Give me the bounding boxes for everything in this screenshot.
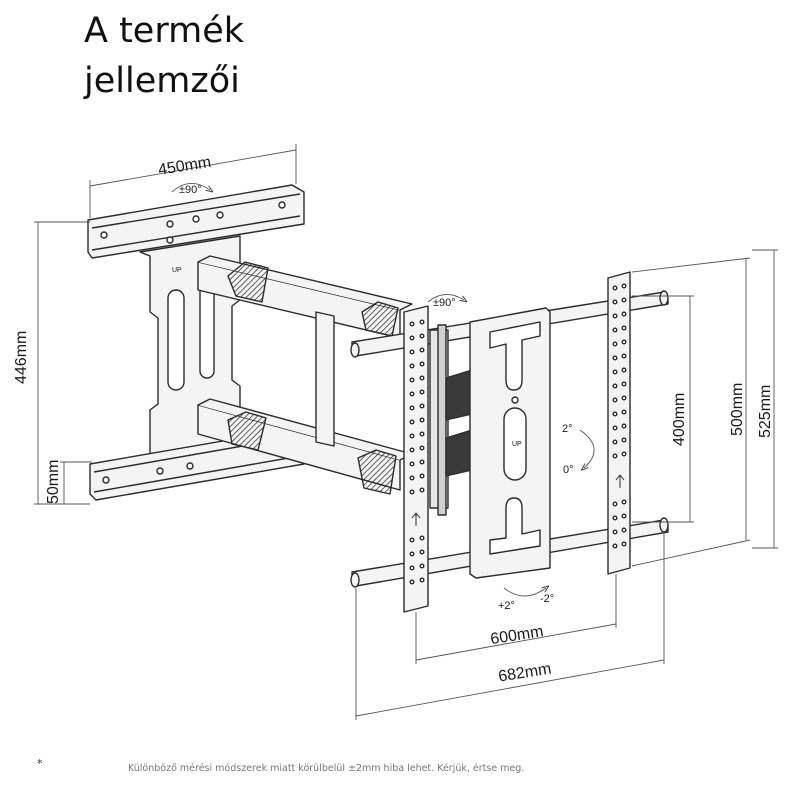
dimension-lines [34, 144, 778, 720]
dim-vesa-vertical-large: 525mm [757, 385, 774, 438]
right-vesa-bar [607, 271, 631, 575]
dim-head-rotation: ±90° [433, 297, 456, 309]
upper-arm [197, 255, 413, 339]
up-mark-plate: UP [512, 441, 522, 448]
page-title: A termék jellemzői [84, 6, 244, 106]
dim-vesa-vertical-small: 400mm [671, 393, 688, 446]
lower-arm [197, 398, 413, 495]
dim-vesa-vertical-medium: 500mm [729, 383, 746, 436]
dim-wall-rotation: ±90° [179, 184, 202, 196]
dim-swivel-left: +2° [498, 600, 515, 612]
dim-arm-height: 446mm [13, 331, 30, 384]
footnote-star: * [37, 757, 43, 770]
title-line-2: jellemzői [84, 61, 240, 101]
dim-tilt-top: 2° [562, 423, 573, 435]
dim-swivel-right: -2° [540, 593, 554, 605]
dim-tilt-bottom: 0° [563, 464, 574, 476]
center-plate [469, 307, 551, 579]
footnote-disclaimer: Különböző mérési módszerek miatt körülbe… [128, 763, 525, 774]
title-line-1: A termék [84, 11, 244, 51]
swivel-hinge [429, 324, 473, 516]
up-mark-wall: UP [172, 267, 182, 274]
dim-wall-plate-width: 450mm [157, 154, 212, 179]
dim-vesa-horizontal: 600mm [489, 623, 544, 648]
left-vesa-bar [403, 305, 429, 613]
dim-lower-offset: 50mm [45, 460, 62, 504]
